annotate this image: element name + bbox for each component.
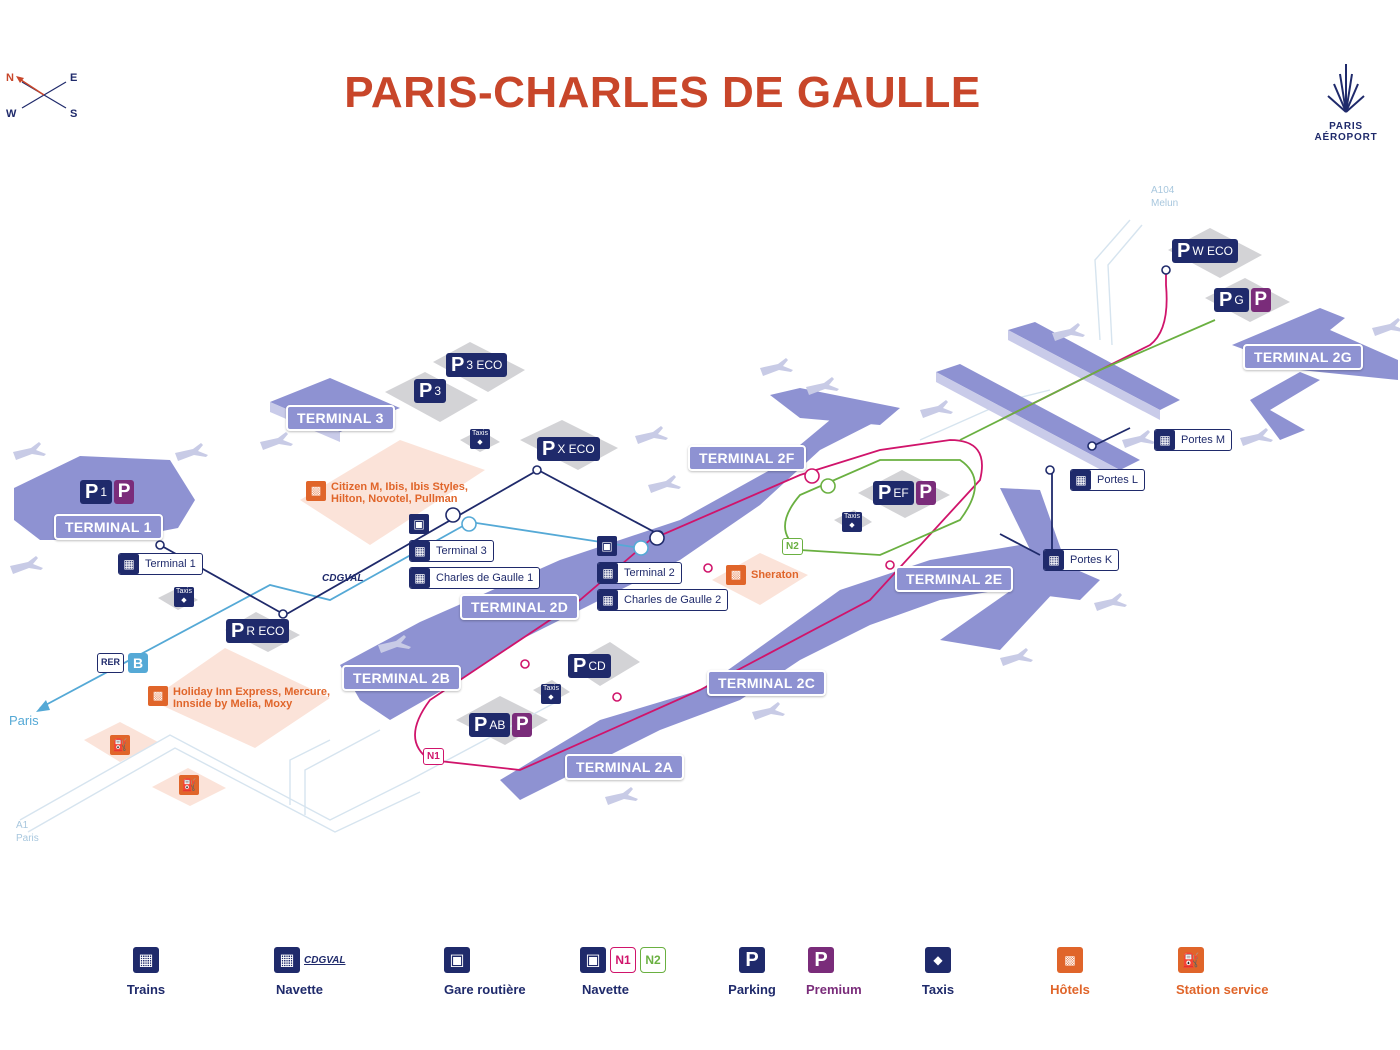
premium-badge: P bbox=[512, 713, 533, 737]
a1-paris-label: Paris bbox=[16, 833, 39, 844]
hotel-sheraton: ▩ Sheraton bbox=[726, 565, 799, 585]
legend-premium: P Premium bbox=[806, 947, 862, 997]
train-icon: ▦ bbox=[598, 590, 618, 610]
cdgval-label: CDGVAL bbox=[322, 573, 364, 584]
stop-cdg-2: ▦Charles de Gaulle 2 bbox=[597, 589, 729, 611]
cdgval-icon: ▦ bbox=[410, 541, 430, 561]
stop-portes-m: ▦Portes M bbox=[1154, 429, 1233, 451]
rer-badge: RER B bbox=[97, 653, 149, 673]
hotel-group-2: ▩ Holiday Inn Express, Mercure,Innside b… bbox=[148, 686, 330, 710]
compass-s: S bbox=[70, 108, 78, 120]
a1-label: A1 bbox=[16, 820, 29, 831]
taxi-icon: Taxis◆ bbox=[174, 587, 194, 607]
legend-hotels: ▩ Hôtels bbox=[1032, 946, 1108, 997]
terminal-2c-label: TERMINAL 2C bbox=[707, 670, 827, 696]
legend-trains: ▦ Trains bbox=[108, 946, 184, 997]
bus-station-t2: ▣ bbox=[597, 536, 617, 556]
stop-cdg-1: ▦Charles de Gaulle 1 bbox=[409, 567, 541, 589]
legend-station-service: ⛽ Station service bbox=[1168, 946, 1278, 997]
hotel-icon: ▩ bbox=[1057, 947, 1083, 973]
premium-parking-icon: P bbox=[808, 947, 834, 973]
fuel-station-icon: ⛽ bbox=[110, 735, 130, 755]
n2-badge: N2 bbox=[782, 538, 803, 555]
n1-badge: N1 bbox=[423, 748, 444, 765]
legend-cdgval: ▦CDGVAL Navette bbox=[262, 946, 362, 997]
terminal-2e-label: TERMINAL 2E bbox=[895, 566, 1014, 592]
cdgval-icon: ▦ bbox=[598, 563, 618, 583]
train-icon: ▦ bbox=[410, 568, 430, 588]
fuel-station-icon: ⛽ bbox=[179, 775, 199, 795]
hotel-icon: ▩ bbox=[726, 565, 746, 585]
taxi-icon: ◆ bbox=[925, 947, 951, 973]
bus-icon: ▣ bbox=[597, 536, 617, 556]
bus-station-t3: ▣ bbox=[409, 514, 429, 534]
terminal-1-label: TERMINAL 1 bbox=[54, 514, 163, 540]
taxi-icon: Taxis◆ bbox=[470, 429, 490, 449]
train-icon: ▦ bbox=[119, 554, 139, 574]
melun-label: Melun bbox=[1151, 198, 1179, 209]
legend-gare-routiere: ▣ Gare routière bbox=[432, 946, 542, 997]
stop-terminal-1: ▦Terminal 1 bbox=[118, 553, 203, 575]
terminal-2g-label: TERMINAL 2G bbox=[1243, 344, 1363, 370]
premium-badge: P bbox=[1250, 288, 1271, 312]
premium-badge: P bbox=[114, 480, 135, 504]
shuttle-icon: ▦ bbox=[1071, 470, 1091, 490]
airplane-icons bbox=[10, 318, 1400, 805]
legend-navette: ▣ N1 N2 Navette bbox=[566, 946, 686, 997]
compass: N E W S bbox=[4, 68, 80, 122]
taxi-icon: Taxis◆ bbox=[541, 684, 561, 704]
logo-text: PARIS AÉROPORT bbox=[1314, 121, 1378, 143]
hotel-icon: ▩ bbox=[306, 481, 326, 501]
legend-taxis: ◆ Taxis bbox=[900, 946, 976, 997]
stop-terminal-2: ▦Terminal 2 bbox=[597, 562, 682, 584]
terminal-2d-label: TERMINAL 2D bbox=[460, 594, 580, 620]
shuttle-icon: ▦ bbox=[1155, 430, 1175, 450]
fuel-station-icon: ⛽ bbox=[1178, 947, 1204, 973]
shuttle-icon: ▣ bbox=[580, 947, 606, 973]
compass-w: W bbox=[6, 108, 17, 120]
terminal-2a-label: TERMINAL 2A bbox=[565, 754, 685, 780]
parking-icon: P bbox=[739, 947, 765, 973]
premium-badge: P bbox=[915, 481, 936, 505]
page-title: PARIS-CHARLES DE GAULLE bbox=[344, 68, 981, 117]
stop-portes-l: ▦Portes L bbox=[1070, 469, 1145, 491]
hotel-icon: ▩ bbox=[148, 686, 168, 706]
a104-label: A104 bbox=[1151, 185, 1175, 196]
compass-e: E bbox=[70, 72, 78, 84]
legend-parking: P Parking bbox=[728, 947, 776, 997]
shuttle-icon: ▦ bbox=[1044, 550, 1064, 570]
terminal-3-label: TERMINAL 3 bbox=[286, 405, 395, 431]
terminal-2b-label: TERMINAL 2B bbox=[342, 665, 462, 691]
stop-portes-k: ▦Portes K bbox=[1043, 549, 1120, 571]
bus-icon: ▣ bbox=[409, 514, 429, 534]
paris-label: Paris bbox=[9, 713, 39, 728]
cdgval-icon: ▦ bbox=[274, 947, 300, 973]
paris-aeroport-logo: PARIS AÉROPORT bbox=[1296, 60, 1396, 143]
terminal-2f-label: TERMINAL 2F bbox=[688, 445, 806, 471]
taxi-icon: Taxis◆ bbox=[842, 512, 862, 532]
hotel-group-1: ▩ Citizen M, Ibis, Ibis Styles,Hilton, N… bbox=[306, 481, 468, 505]
bus-icon: ▣ bbox=[444, 947, 470, 973]
train-icon: ▦ bbox=[133, 947, 159, 973]
compass-n: N bbox=[6, 72, 14, 84]
logo-mark-icon bbox=[1327, 64, 1365, 113]
stop-terminal-3: ▦Terminal 3 bbox=[409, 540, 494, 562]
